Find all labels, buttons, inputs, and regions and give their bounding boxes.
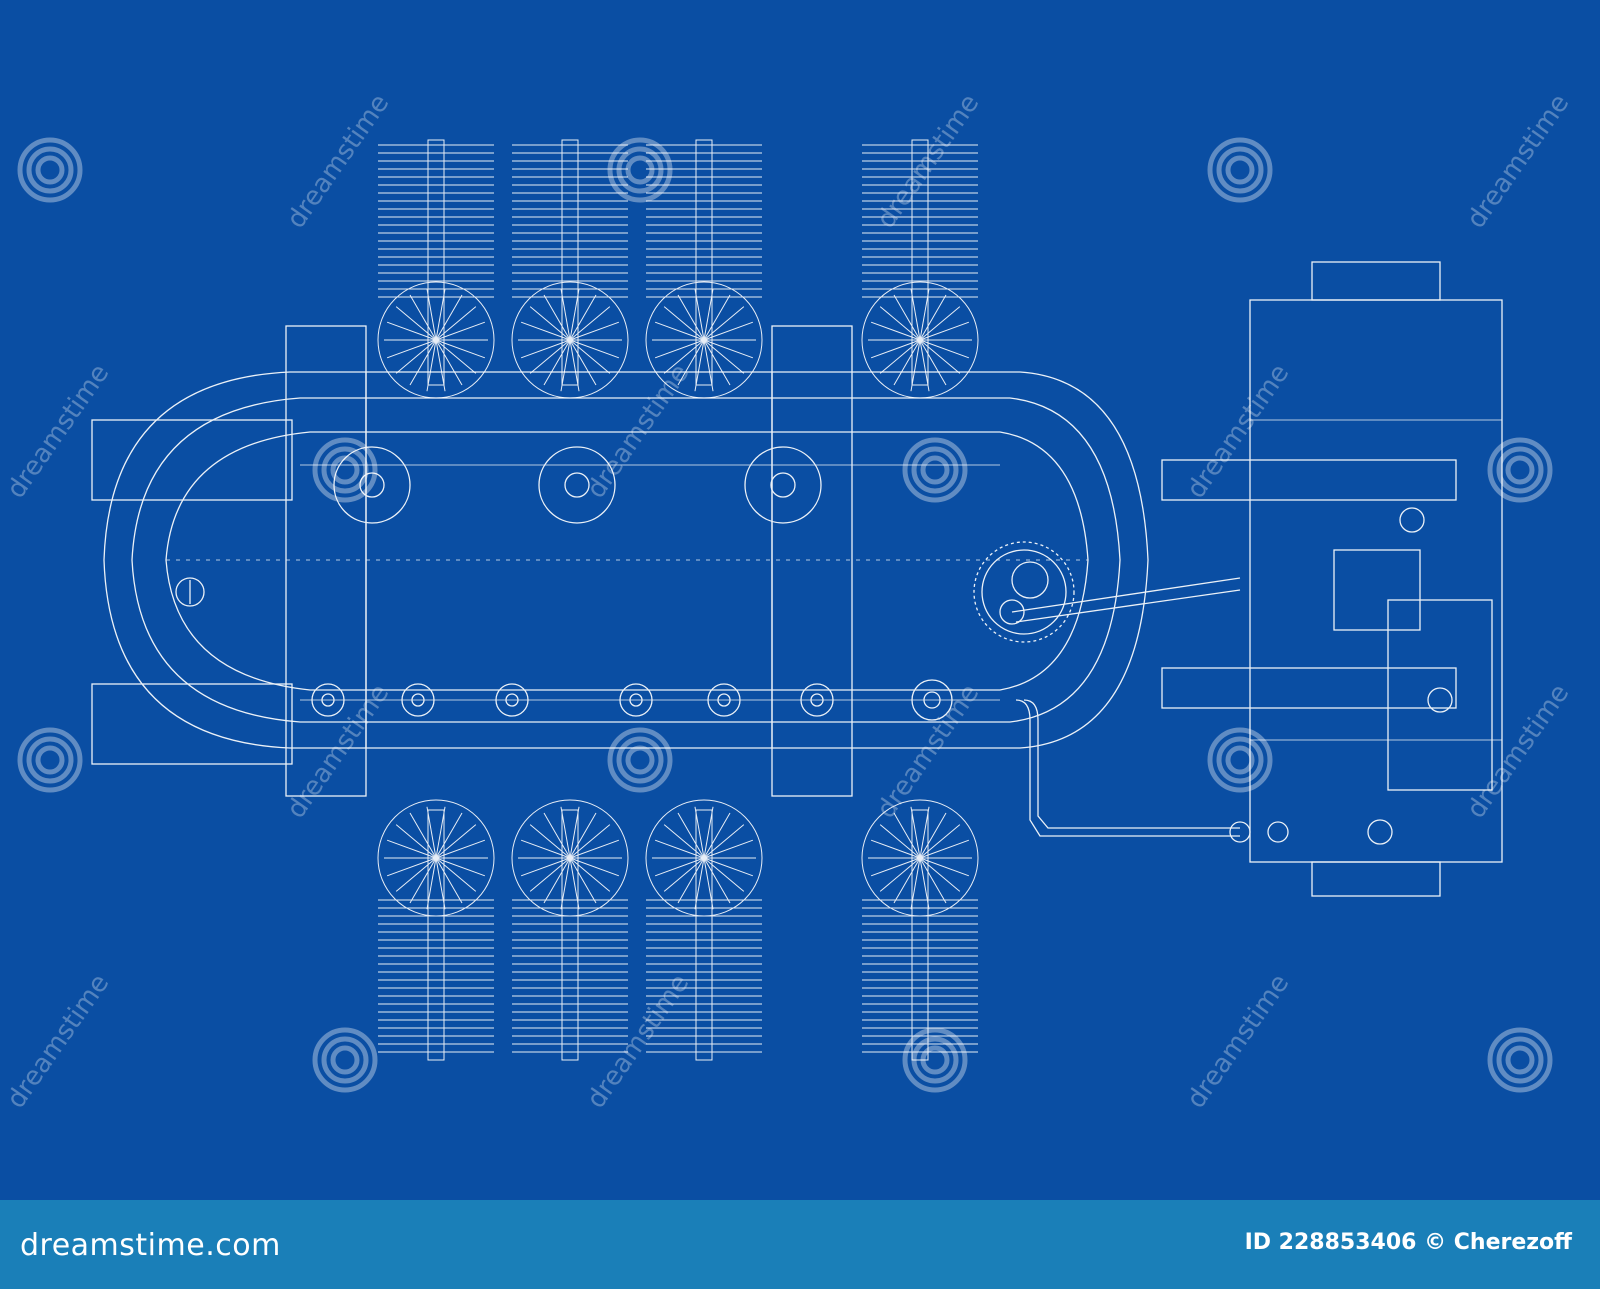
spiral-logo-icon	[312, 1027, 378, 1093]
spiral-logo-icon	[1487, 437, 1553, 503]
spiral-logo-icon	[17, 137, 83, 203]
upper-roller-3	[744, 446, 822, 524]
spiral-logo-icon	[1207, 727, 1273, 793]
watermark-text: dreamstime	[1181, 359, 1295, 504]
watermark-text: dreamstime	[1181, 969, 1295, 1114]
spiral-logo-icon	[17, 727, 83, 793]
radiator-top-1	[377, 139, 495, 399]
upper-roller-1	[333, 446, 411, 524]
radiator-bottom-3	[645, 799, 763, 1061]
footer-logo[interactable]: dreamstime.com	[20, 1228, 281, 1263]
footer-credit: ID 228853406 © Cherezoff	[1244, 1230, 1572, 1255]
drive-gear	[973, 541, 1075, 643]
radiator-top-2	[511, 139, 629, 399]
spiral-logo-icon	[607, 137, 673, 203]
conveyor-track-outer	[103, 371, 1149, 749]
spiral-logo-icon	[312, 437, 378, 503]
upper-roller-2	[538, 446, 616, 524]
watermark-text: dreamstime	[581, 969, 695, 1114]
radiator-bottom-4	[861, 799, 979, 1061]
radiator-bottom-2	[511, 799, 629, 1061]
radiator-bottom-1	[377, 799, 495, 1061]
watermark-text: dreamstime	[1, 969, 115, 1114]
spiral-logo-icon	[1487, 1027, 1553, 1093]
watermark-text: dreamstime	[1, 359, 115, 504]
conveyor-track-inner	[131, 397, 1121, 723]
spiral-logo-icon	[902, 437, 968, 503]
watermark-text: dreamstime	[1461, 679, 1575, 824]
spiral-logo-icon	[607, 727, 673, 793]
spiral-logo-icon	[902, 1027, 968, 1093]
spiral-logo-icon	[1207, 137, 1273, 203]
stock-footer: dreamstime.com ID 228853406 © Cherezoff	[0, 1200, 1600, 1289]
watermark-text: dreamstime	[1461, 89, 1575, 234]
machine-blueprint: dreamstime dreamstime dreamstime dreamstime…	[1, 89, 1575, 1114]
radiator-top-4	[861, 139, 979, 399]
radiator-top-3	[645, 139, 763, 399]
blueprint-canvas: dreamstime dreamstime dreamstime dreamstime…	[1, 89, 1575, 1114]
